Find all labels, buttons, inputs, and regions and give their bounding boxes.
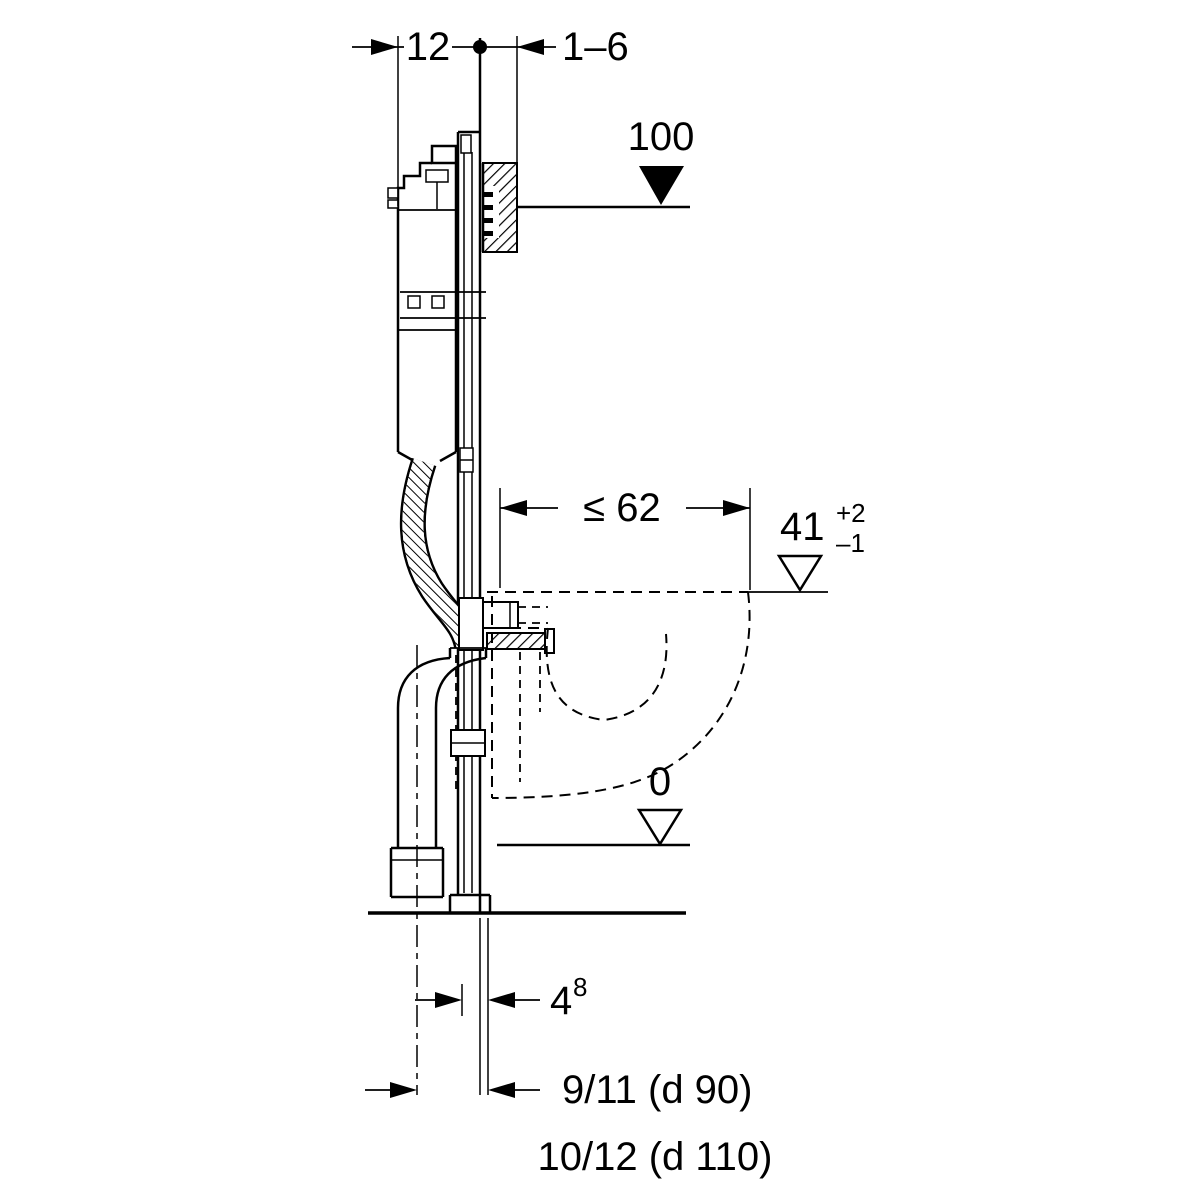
drain-pipe bbox=[389, 645, 488, 1095]
level-triangle-filled-icon bbox=[639, 166, 684, 205]
dimension-top: 12 1–6 bbox=[352, 25, 629, 206]
arrowhead-left-icon bbox=[517, 39, 544, 55]
flush-bend-pipe bbox=[399, 457, 484, 651]
label-outlet-offset: 4 bbox=[550, 979, 572, 1023]
actuator-plate-box bbox=[481, 162, 518, 253]
label-cistern-depth: 12 bbox=[406, 25, 451, 69]
arrowhead-right-icon bbox=[390, 1082, 417, 1098]
pan-connection bbox=[482, 601, 555, 654]
label-outlet-offset-alt: 8 bbox=[573, 972, 587, 1002]
arrowhead-right-icon bbox=[371, 39, 398, 55]
level-triangle-open-icon bbox=[636, 808, 684, 847]
label-outlet-d110: 10/12 (d 110) bbox=[538, 1135, 773, 1179]
level-marker-0: 0 bbox=[636, 760, 684, 847]
label-pan-tolerance-plus: +2 bbox=[836, 498, 866, 528]
level-triangle-open-icon bbox=[776, 554, 824, 593]
level-marker-100: 100 bbox=[628, 115, 695, 205]
label-level-100: 100 bbox=[628, 115, 695, 159]
fixing-bolt bbox=[486, 632, 546, 650]
label-pan-depth: ≤ 62 bbox=[583, 486, 661, 530]
concealed-cistern bbox=[387, 144, 486, 463]
dimension-dot bbox=[473, 40, 487, 54]
level-marker-41: 41 +2 –1 bbox=[748, 498, 866, 593]
floor-lines bbox=[368, 205, 690, 915]
label-pan-tolerance-minus: –1 bbox=[836, 528, 865, 558]
dimension-outlet-d90: 9/11 (d 90) bbox=[365, 1068, 753, 1112]
arrowhead-right-icon bbox=[723, 500, 750, 516]
arrowhead-left-icon bbox=[500, 500, 527, 516]
label-wall-finish-range: 1–6 bbox=[562, 25, 629, 69]
label-outlet-d90: 9/11 (d 90) bbox=[562, 1068, 753, 1112]
wall-sleeve bbox=[458, 597, 484, 651]
label-pan-height: 41 bbox=[780, 505, 825, 549]
dimension-pan-depth: ≤ 62 bbox=[499, 486, 751, 590]
arrowhead-left-icon bbox=[488, 1082, 515, 1098]
arrowhead-left-icon bbox=[488, 992, 515, 1008]
label-level-0: 0 bbox=[649, 760, 671, 804]
wc-pan-dashed-outline bbox=[487, 591, 751, 799]
dimension-outlet-offset: 4 8 bbox=[415, 918, 587, 1095]
arrowhead-right-icon bbox=[435, 992, 462, 1008]
